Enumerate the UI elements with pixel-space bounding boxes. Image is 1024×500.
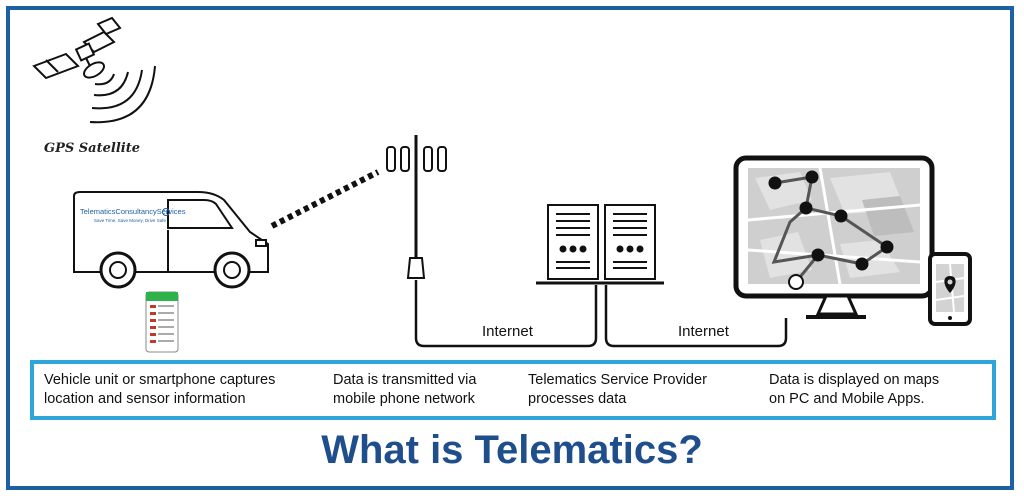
van-icon (73, 191, 269, 289)
caption-box (30, 360, 996, 420)
caption-provider: Telematics Service Provider processes da… (528, 372, 707, 407)
wireless-signal (270, 169, 380, 229)
mobile-map-icon (928, 252, 972, 326)
internet-label-1: Internet (482, 323, 533, 340)
internet-link-1 (414, 280, 598, 348)
internet-link-2 (604, 285, 788, 348)
van-tagline-text: Save Time, Save Money, Drive Safe (94, 218, 166, 223)
cell-tower-icon (386, 135, 447, 279)
page-title: What is Telematics? (321, 428, 703, 472)
gps-satellite-label: GPS Satellite (44, 141, 140, 156)
caption-network: Data is transmitted via mobile phone net… (333, 372, 477, 407)
internet-label-2: Internet (678, 323, 729, 340)
caption-display: Data is displayed on maps on PC and Mobi… (769, 372, 940, 407)
server-icon (536, 204, 664, 285)
smartphone-app-icon (145, 291, 179, 353)
van-brand-logo-icon (162, 208, 170, 216)
satellite-icon (32, 16, 156, 124)
monitor-map-icon (733, 155, 935, 319)
van-brand-text: TelematicsConsultancyServices (80, 207, 186, 216)
outer-border (6, 6, 1014, 490)
caption-vehicle: Vehicle unit or smartphone captures loca… (44, 372, 276, 407)
